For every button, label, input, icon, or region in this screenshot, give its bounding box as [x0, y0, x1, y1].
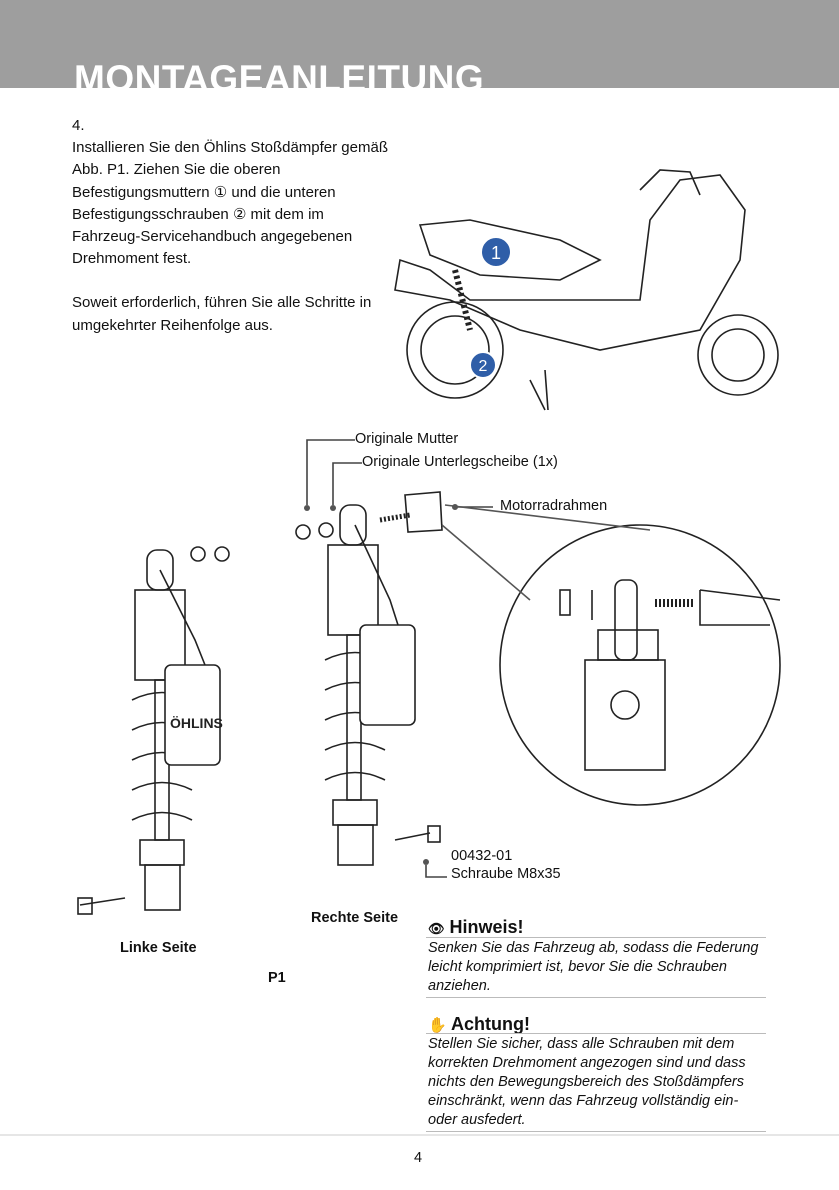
warning-text: Stellen Sie sicher, dass alle Schrauben … — [428, 1036, 746, 1128]
eye-icon: 👁 — [428, 921, 445, 936]
divider — [426, 997, 766, 998]
divider — [426, 937, 766, 938]
header-band: MONTAGEANLEITUNG — [0, 0, 839, 88]
divider — [426, 1131, 766, 1132]
step-instructions: 4. Installieren Sie den Öhlins Stoßdämpf… — [72, 115, 392, 359]
hint-text: Senken Sie das Fahrzeug ab, sodass die F… — [428, 940, 759, 994]
right-shock-absorber — [295, 491, 443, 866]
hint-title: Hinweis! — [449, 917, 524, 937]
marker-2 — [469, 351, 497, 379]
warning-title: Achtung! — [451, 1014, 531, 1034]
label-frame: Motorradrahmen — [500, 498, 608, 514]
hand-icon: ✋ — [428, 1017, 447, 1034]
page-title: MONTAGEANLEITUNG — [74, 58, 485, 88]
divider — [426, 1033, 766, 1034]
left-shock-absorber: ÖHLINS — [77, 546, 230, 915]
detail-inset — [441, 504, 781, 806]
step-number: 4. — [72, 117, 85, 134]
warning-heading: ✋ Achtung! — [428, 1014, 530, 1035]
step-paragraph-1: Installieren Sie den Öhlins Stoßdämpfer … — [72, 139, 388, 268]
label-left-side: Linke Seite — [120, 940, 197, 956]
label-original-nut: Originale Mutter — [355, 431, 459, 447]
marker-1 — [480, 236, 512, 268]
label-bolt: Schraube M8x35 — [451, 866, 561, 882]
label-part-number: 00432-01 — [451, 848, 513, 864]
page-number: 4 — [414, 1150, 423, 1166]
label-right-side: Rechte Seite — [311, 910, 399, 926]
label-original-washer: Originale Unterlegscheibe (1x) — [362, 454, 558, 470]
step-paragraph-2: Soweit erforderlich, führen Sie alle Sch… — [72, 294, 372, 334]
figure-label: P1 — [268, 970, 286, 986]
brand-mark: ÖHLINS — [170, 715, 223, 731]
hint-heading: 👁 Hinweis! — [428, 917, 524, 938]
scooter-illustration — [394, 169, 779, 411]
